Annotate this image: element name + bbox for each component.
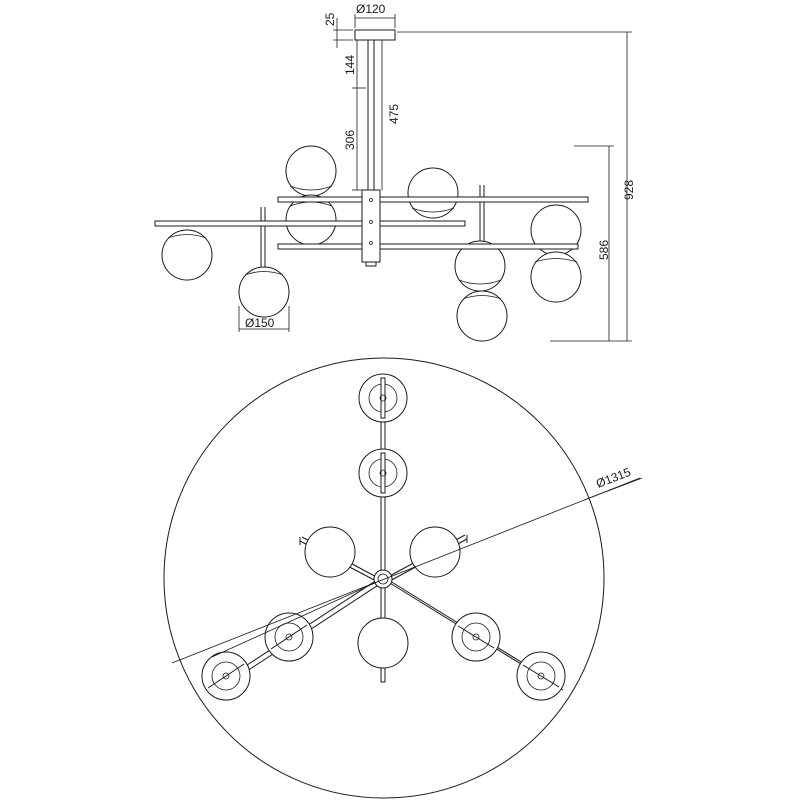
globe bbox=[161, 229, 213, 281]
dim-rod-upper: 144 bbox=[343, 55, 357, 75]
dim-total-height: 928 bbox=[622, 180, 636, 200]
plan-view: Ø1315 bbox=[163, 357, 643, 799]
globe-ring bbox=[451, 612, 501, 662]
globe-ring bbox=[358, 448, 408, 498]
hub-cap bbox=[365, 261, 377, 267]
diameter-line bbox=[171, 477, 641, 664]
dim-rod-total: 475 bbox=[387, 104, 401, 124]
dim-overall-diameter: Ø1315 bbox=[594, 465, 633, 491]
dim-globe-diameter: Ø150 bbox=[245, 316, 275, 330]
outline-circle bbox=[163, 357, 605, 799]
dim-canopy-height: 25 bbox=[323, 12, 337, 26]
dim-body-height: 586 bbox=[597, 240, 611, 260]
globe bbox=[238, 266, 290, 318]
globe-ring bbox=[264, 612, 314, 662]
center-hub bbox=[373, 569, 393, 589]
globe bbox=[285, 145, 337, 197]
globe-ring bbox=[358, 373, 408, 423]
globe bbox=[456, 290, 508, 342]
globe-ring bbox=[201, 651, 251, 701]
globe-ring bbox=[516, 651, 566, 701]
side-elevation: Ø120 25 144 306 475 928 586 Ø150 bbox=[154, 2, 636, 342]
dim-rod-lower: 306 bbox=[343, 130, 357, 150]
globe bbox=[409, 526, 461, 578]
globe bbox=[357, 617, 409, 669]
dim-canopy-diameter: Ø120 bbox=[356, 2, 386, 16]
globe bbox=[407, 167, 459, 219]
globe bbox=[530, 251, 582, 303]
canopy bbox=[354, 29, 396, 41]
globe bbox=[304, 526, 356, 578]
